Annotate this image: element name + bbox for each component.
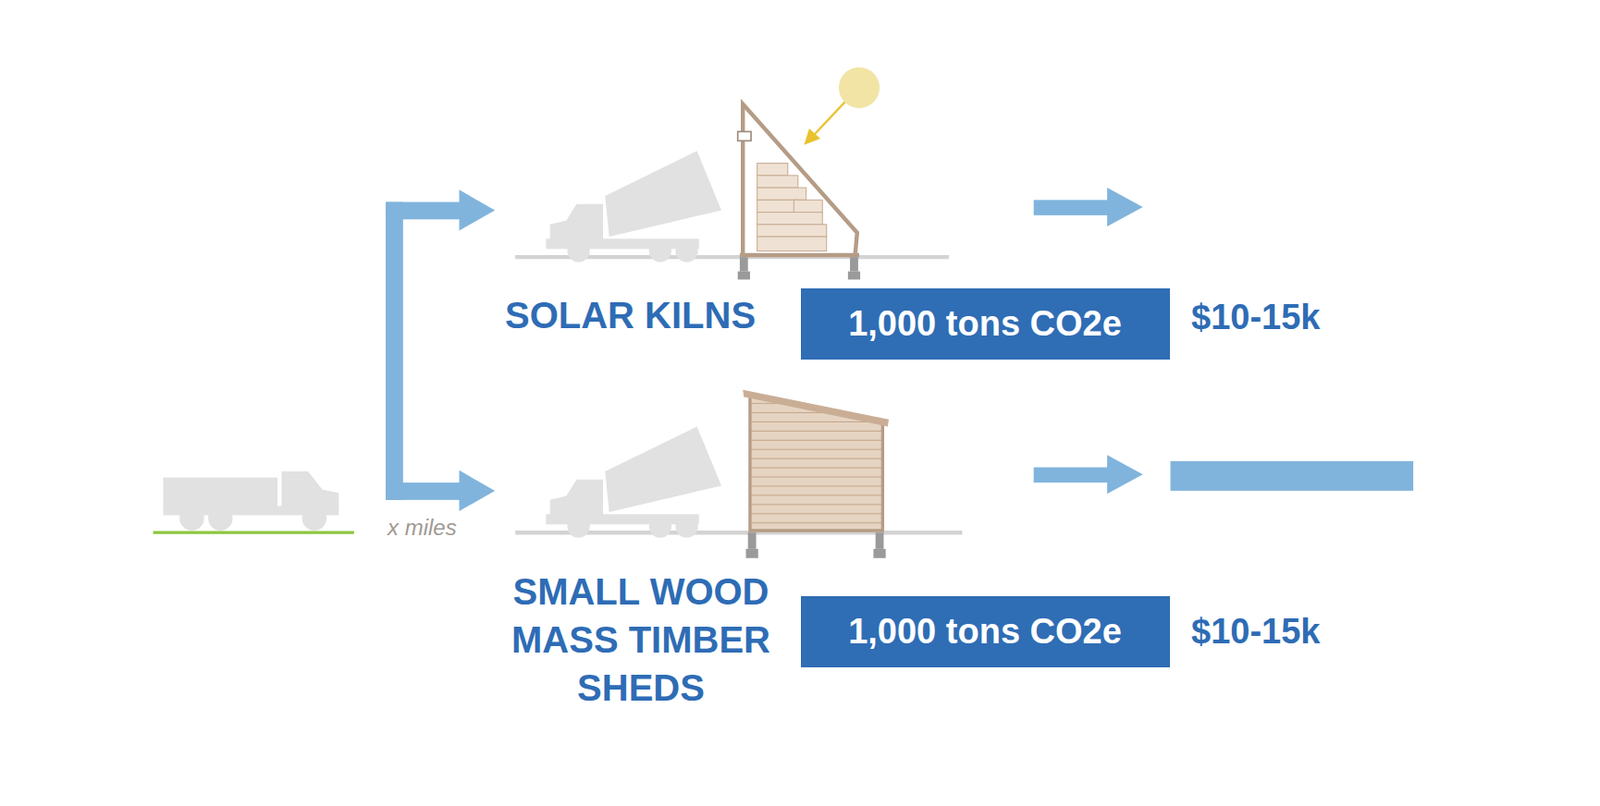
- output-arrow: [1033, 187, 1144, 227]
- dump-truck: [545, 150, 722, 262]
- timber-shed: [742, 390, 889, 559]
- truck: [163, 471, 340, 531]
- output-arrow: [1033, 455, 1144, 494]
- emission-box: 1,000 tons CO2e: [800, 288, 1170, 360]
- ground-line: [152, 531, 354, 535]
- solar-kiln: [738, 104, 861, 281]
- distance-label: x miles: [387, 515, 457, 542]
- sun-ray-arrow: [803, 101, 845, 145]
- product-name: SOLAR KILNS: [504, 294, 756, 337]
- output-bar: [1170, 461, 1415, 492]
- emission-value: 1,000 tons CO2e: [848, 304, 1122, 345]
- product-name: SMALL WOOD MASS TIMBER SHEDS: [497, 567, 785, 713]
- emission-value: 1,000 tons CO2e: [848, 612, 1122, 653]
- cost-label: $10-15k: [1191, 297, 1320, 339]
- dump-truck: [545, 426, 722, 538]
- split-arrow: [385, 189, 495, 512]
- emission-box: 1,000 tons CO2e: [800, 596, 1170, 668]
- cost-label: $10-15k: [1191, 612, 1320, 653]
